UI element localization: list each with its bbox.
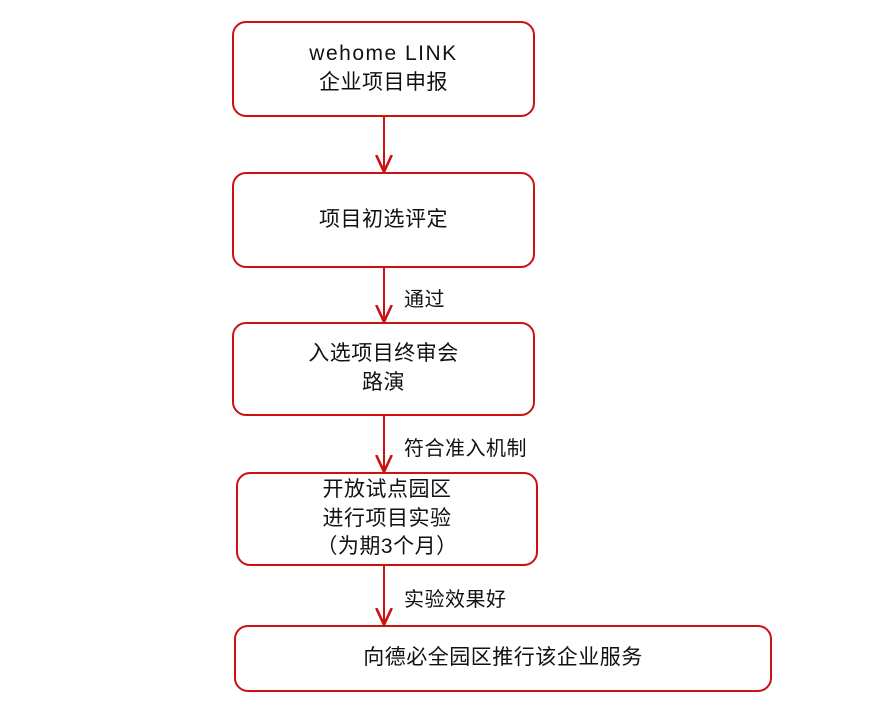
node-pilot-experiment-line-3: （为期3个月）	[316, 535, 458, 559]
node-final-review[interactable]: 入选项目终审会 路演	[232, 322, 535, 416]
node-rollout[interactable]: 向德必全园区推行该企业服务	[234, 625, 772, 692]
node-preliminary-review-line-1: 项目初选评定	[319, 207, 448, 231]
node-application-line-1: wehome LINK	[309, 42, 458, 66]
edge-label-good-experiment-result: 实验效果好	[404, 589, 507, 611]
node-final-review-line-2: 路演	[362, 371, 405, 394]
edge-label-meets-admission-criteria: 符合准入机制	[404, 438, 527, 460]
node-rollout-line-1: 向德必全园区推行该企业服务	[363, 646, 643, 670]
node-pilot-experiment-line-1: 开放试点园区	[322, 477, 452, 501]
node-application[interactable]: wehome LINK 企业项目申报	[232, 21, 535, 117]
node-final-review-line-1: 入选项目终审会	[308, 342, 459, 366]
edge-label-pass: 通过	[404, 289, 445, 311]
node-pilot-experiment[interactable]: 开放试点园区 进行项目实验 （为期3个月）	[236, 472, 538, 566]
node-application-line-2: 企业项目申报	[319, 71, 448, 94]
node-pilot-experiment-line-2: 进行项目实验	[322, 506, 452, 530]
node-preliminary-review[interactable]: 项目初选评定	[232, 172, 535, 268]
